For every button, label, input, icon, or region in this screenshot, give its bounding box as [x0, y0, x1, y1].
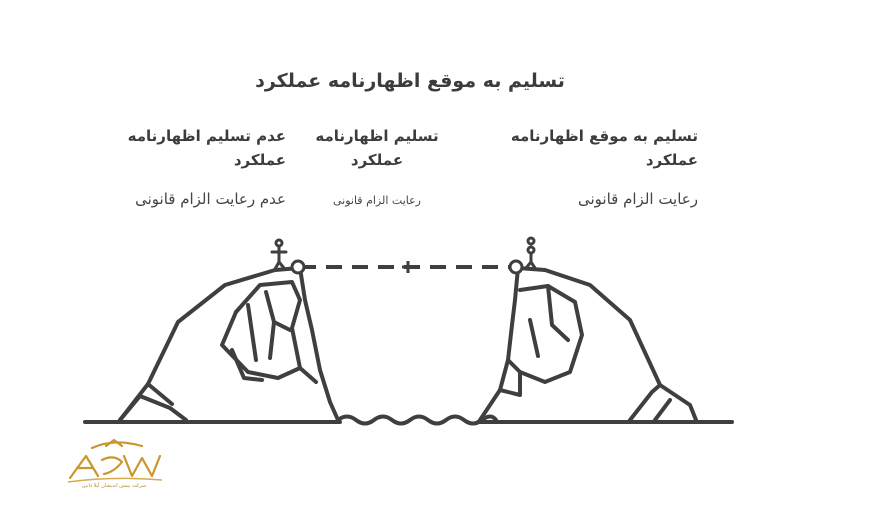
heading-line-2: عملکرد — [645, 151, 698, 169]
left-cliff — [118, 266, 340, 422]
heading-line-1: تسلیم اظهارنامه — [315, 127, 439, 145]
heading-line-2: عملکرد — [233, 151, 286, 169]
column-heading: عدم تسلیم اظهارنامه عملکرد — [116, 124, 286, 172]
heading-line-1: تسلیم به موقع اظهارنامه — [510, 127, 698, 145]
water-waves — [336, 414, 498, 426]
column-subtitle: عدم رعایت الزام قانونی — [135, 190, 286, 208]
plus-icon — [402, 261, 414, 273]
column-timely-submission: تسلیم به موقع اظهارنامه عملکرد رعایت الز… — [498, 124, 698, 208]
person-icon-right — [524, 236, 537, 270]
right-cliff — [478, 266, 698, 422]
heading-line-2: عملکرد — [350, 151, 404, 169]
logo-caption: شرکت بیمین اندیشان آیلا دانین — [81, 483, 147, 489]
anchor-point-right — [508, 259, 524, 275]
column-subtitle: رعایت الزام قانونی — [577, 190, 698, 208]
column-non-submission: عدم تسلیم اظهارنامه عملکرد عدم رعایت الز… — [116, 124, 286, 208]
column-subtitle: رعایت الزام قانونی — [332, 194, 421, 207]
column-heading: تسلیم به موقع اظهارنامه عملکرد — [498, 124, 698, 172]
diagram-title: تسلیم به موقع اظهارنامه عملکرد — [255, 70, 565, 92]
column-submission: تسلیم اظهارنامه عملکرد رعایت الزام قانون… — [297, 124, 457, 207]
company-logo — [67, 438, 163, 483]
person-icon-left — [270, 238, 288, 271]
heading-line-1: عدم تسلیم اظهارنامه — [127, 127, 286, 145]
anchor-point-left — [290, 259, 306, 275]
column-heading: تسلیم اظهارنامه عملکرد — [297, 124, 457, 172]
